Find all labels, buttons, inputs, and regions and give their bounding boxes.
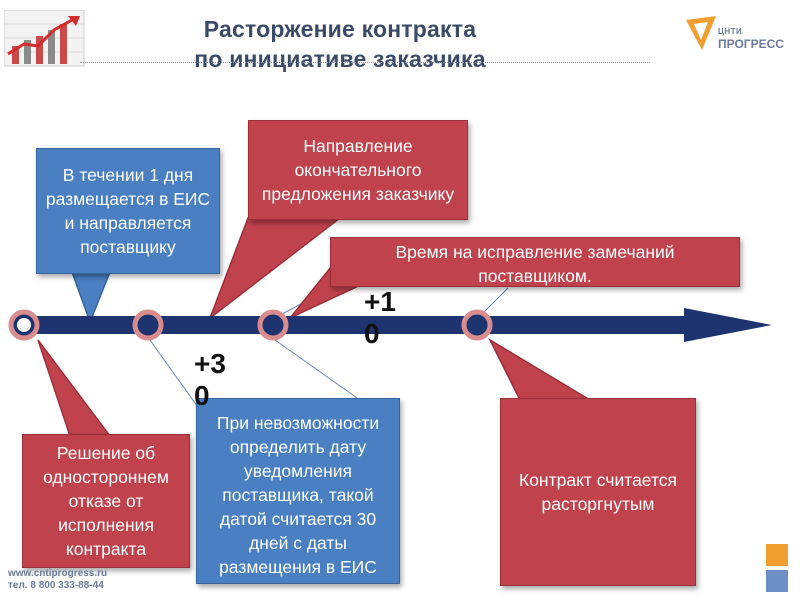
footer-contacts: www.cntiprogress.ru тел. 8 800 333-88-44	[8, 568, 107, 592]
callout-red-left: Решение об одностороннем отказе от испол…	[22, 434, 190, 568]
timeline-arrow-head	[684, 308, 772, 342]
callout-blue-top: В течении 1 дня размещается в ЕИС и напр…	[36, 148, 220, 274]
connector-line	[274, 339, 361, 401]
footer-site: www.cntiprogress.ru	[8, 568, 108, 579]
accent-square-blue	[766, 570, 788, 592]
growth-chart-icon	[4, 10, 85, 67]
logo-small-text: ЦНТИ	[718, 27, 743, 36]
pointer-red-right	[488, 338, 593, 401]
callout-red-top: Направление окончательного предложения з…	[248, 120, 468, 220]
callout-red-mid-text: Время на исправление замечаний поставщик…	[395, 242, 675, 286]
pointer-red-left	[37, 339, 112, 437]
callout-red-mid: Время на исправление замечаний поставщик…	[330, 237, 740, 287]
marker-plus-10: +10	[364, 286, 396, 349]
progress-logo-icon	[686, 16, 716, 50]
milestone-3	[257, 309, 289, 341]
page-title: Расторжение контракта по инициативе зака…	[140, 14, 540, 74]
milestone-4	[461, 309, 493, 341]
title-divider	[80, 62, 650, 63]
callout-red-top-text: Направление окончательного предложения з…	[261, 136, 455, 204]
callout-blue-top-text: В течении 1 дня размещается в ЕИС и напр…	[45, 165, 211, 257]
milestone-2	[132, 309, 164, 341]
callout-red-left-text: Решение об одностороннем отказе от испол…	[43, 443, 169, 559]
title-line-1: Расторжение контракта	[203, 16, 477, 42]
callout-red-right: Контракт считается расторгнутым	[500, 398, 696, 586]
callout-blue-bottom: При невозможности определить дату уведом…	[196, 398, 400, 584]
logo-text: ЦНТИ ПРОГРЕСС	[718, 26, 784, 50]
pointer-blue-top	[70, 271, 112, 325]
callout-blue-bottom-text: При невозможности определить дату уведом…	[216, 413, 380, 577]
title-line-2: по инициативе заказчика	[194, 46, 486, 72]
timeline-arrow-shaft	[30, 316, 690, 334]
callout-red-right-text: Контракт считается расторгнутым	[519, 470, 677, 514]
connector-line	[149, 339, 201, 411]
accent-square-orange	[766, 544, 788, 566]
logo-big-text: ПРОГРЕСС	[718, 37, 784, 51]
marker-plus-30: +30	[194, 348, 226, 411]
footer-phone: тел. 8 800 333-88-44	[8, 580, 104, 591]
